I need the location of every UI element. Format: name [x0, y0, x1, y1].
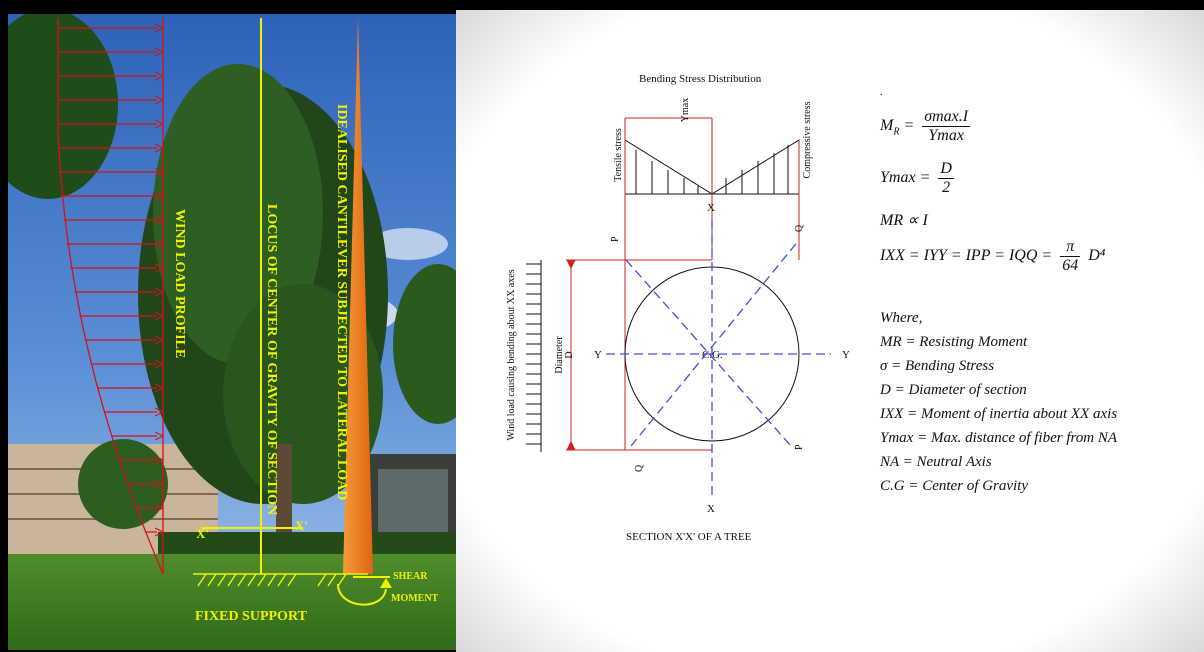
cantilever-label: IDEALISED CANTILEVER SUBJECTED TO LATERA…: [334, 104, 349, 500]
legend-heading: Where,: [880, 310, 923, 326]
wind-arrowhead: [154, 407, 165, 417]
formula-resisting-moment: MR = σmax.I Ymax: [880, 108, 971, 145]
x-axis-top-label: X: [707, 202, 715, 214]
formula-inertia-numerator: π: [1060, 238, 1081, 257]
wind-arrowhead: [154, 431, 165, 441]
formula-inertia-lhs: IXX = IYY = IPP = IQQ =: [880, 247, 1053, 265]
q-axis-top-label: Q: [794, 224, 805, 232]
wind-arrowhead: [154, 479, 165, 489]
wind-arrowhead: [154, 215, 165, 225]
cloud: [368, 228, 448, 260]
tree-photo-illustration: X' X' WIND LOAD PROFILE LOCUS OF CENTER …: [8, 14, 456, 650]
formula-mr-sub: R: [893, 126, 900, 138]
moment-label: MOMENT: [391, 593, 439, 604]
legend-item: σ = Bending Stress: [880, 358, 995, 374]
q-axis-bottom-label: Q: [634, 464, 645, 472]
formula-ymax-numerator: D: [938, 160, 954, 179]
wind-arrowhead: [154, 47, 165, 57]
y-axis-left-label: Y: [594, 349, 602, 361]
ymax-label: Ymax: [680, 98, 691, 122]
wind-arrowhead: [154, 263, 165, 273]
wind-arrowhead: [154, 383, 165, 393]
legend-item: MR = Resisting Moment: [880, 334, 1028, 350]
wind-arrowhead: [154, 143, 165, 153]
legend-item: Ymax = Max. distance of fiber from NA: [880, 430, 1118, 446]
wind-load-bar: [526, 260, 542, 452]
legend-item: NA = Neutral Axis: [880, 454, 992, 470]
diagram-panel: [456, 10, 1204, 652]
section-label-right: X': [295, 518, 308, 533]
section-diagram: Bending Stress Distribution Ymax Tensile…: [506, 73, 850, 543]
p-axis-bottom-label: P: [794, 444, 805, 450]
background-tree-left: [8, 14, 118, 199]
compressive-label: Compressive stress: [802, 101, 813, 178]
wind-arrowhead: [154, 119, 165, 129]
moment-arc: [337, 583, 387, 606]
legend-item: IXX = Moment of inertia about XX axis: [880, 406, 1118, 422]
legend-item: D = Diameter of section: [880, 382, 1027, 398]
formula-inertia-denominator: 64: [1062, 257, 1079, 274]
fixed-support-label: FIXED SUPPORT: [195, 609, 308, 624]
formula-inertia: IXX = IYY = IPP = IQQ = π 64 D⁴: [880, 238, 1105, 275]
section-caption: SECTION X'X' OF A TREE: [626, 531, 752, 543]
formula-dot: .: [880, 84, 883, 98]
p-axis-top-label: P: [610, 236, 621, 242]
wind-arrowhead: [154, 287, 165, 297]
tree-photo-panel: X' X' WIND LOAD PROFILE LOCUS OF CENTER …: [8, 14, 456, 650]
tensile-label: Tensile stress: [613, 128, 624, 182]
formula-mr-lhs: M: [880, 117, 894, 135]
wind-arrowhead: [154, 359, 165, 369]
legend-item: C.G = Center of Gravity: [880, 478, 1029, 494]
diameter-symbol-label: D: [564, 351, 575, 358]
diameter-label: Diameter: [554, 336, 565, 374]
formula-ymax-denominator: 2: [942, 179, 951, 196]
shear-label: SHEAR: [393, 571, 428, 582]
wind-arrowhead: [154, 239, 165, 249]
lawn: [8, 554, 456, 650]
formula-mr-fraction: σmax.I Ymax: [922, 108, 971, 145]
moment-arrowhead: [380, 578, 392, 588]
wind-arrowhead: [154, 191, 165, 201]
wind-arrowhead: [154, 335, 165, 345]
section-axes: [606, 220, 831, 500]
wind-arrowhead: [154, 503, 165, 513]
wind-load-profile: [57, 18, 164, 575]
wind-arrowhead: [154, 167, 165, 177]
section-outline: [566, 259, 712, 451]
y-axis-right-label: Y: [842, 349, 850, 361]
background-tree: [78, 439, 168, 529]
wind-arrowhead: [154, 311, 165, 321]
cg-locus: [201, 18, 303, 574]
wind-arrowhead: [154, 95, 165, 105]
wind-arrowhead: [154, 527, 165, 537]
formula-ymax-lhs: Ymax: [880, 169, 916, 187]
formula-proportionality: MR ∝ I: [880, 212, 928, 229]
wind-arrowhead: [154, 71, 165, 81]
diagram-title: Bending Stress Distribution: [639, 73, 762, 85]
cg-label: C.G.: [702, 349, 723, 361]
wind-load-bending-label: Wind load causing bending about XX axes: [506, 269, 517, 440]
x-axis-bottom-label: X: [707, 503, 715, 515]
section-label-left: X': [196, 526, 209, 541]
wind-load-profile-label: WIND LOAD PROFILE: [172, 209, 187, 358]
locus-cg-label: LOCUS OF CENTER OF GRAVITY OF SECTION: [264, 204, 279, 515]
formula-ymax: Ymax = D 2: [880, 160, 954, 197]
formula-inertia-rhs: D⁴: [1088, 247, 1106, 265]
stress-arrows: [635, 145, 789, 194]
idealised-cantilever: [343, 18, 373, 574]
main-tree-canopy-lower: [223, 284, 383, 504]
wind-load-arrows: [58, 23, 165, 537]
wind-arrowhead: [154, 23, 165, 33]
formula-inertia-fraction: π 64: [1060, 238, 1081, 275]
formula-mr-denominator: Ymax: [928, 127, 964, 144]
fixed-support-hatch: [193, 573, 368, 587]
background-tree-right: [393, 264, 456, 424]
formula-ymax-fraction: D 2: [938, 160, 954, 197]
formula-mr-numerator: σmax.I: [922, 108, 971, 127]
wind-arrowhead: [154, 455, 165, 465]
building-right-glass: [378, 469, 448, 539]
